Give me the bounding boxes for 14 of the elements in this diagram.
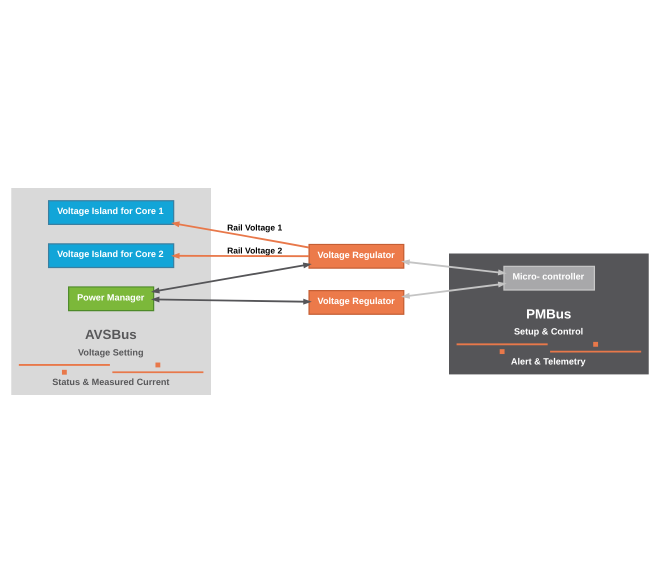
- node-box: Micro- controller: [503, 265, 596, 290]
- node-box: Voltage Island for Core 1: [48, 200, 174, 225]
- node-box: Power Manager: [68, 286, 154, 311]
- node-box: Voltage Regulator: [308, 243, 404, 268]
- node-box: Voltage Regulator: [308, 289, 404, 314]
- edge-label: Rail Voltage 1: [227, 222, 282, 232]
- arrow: [401, 258, 507, 275]
- arrow: [150, 296, 312, 304]
- arrow: [171, 252, 310, 258]
- arrow: [150, 262, 312, 293]
- arrow: [401, 281, 507, 298]
- arrow: [170, 220, 310, 248]
- edge-label: Rail Voltage 2: [227, 244, 282, 255]
- node-box: Voltage Island for Core 2: [48, 242, 174, 268]
